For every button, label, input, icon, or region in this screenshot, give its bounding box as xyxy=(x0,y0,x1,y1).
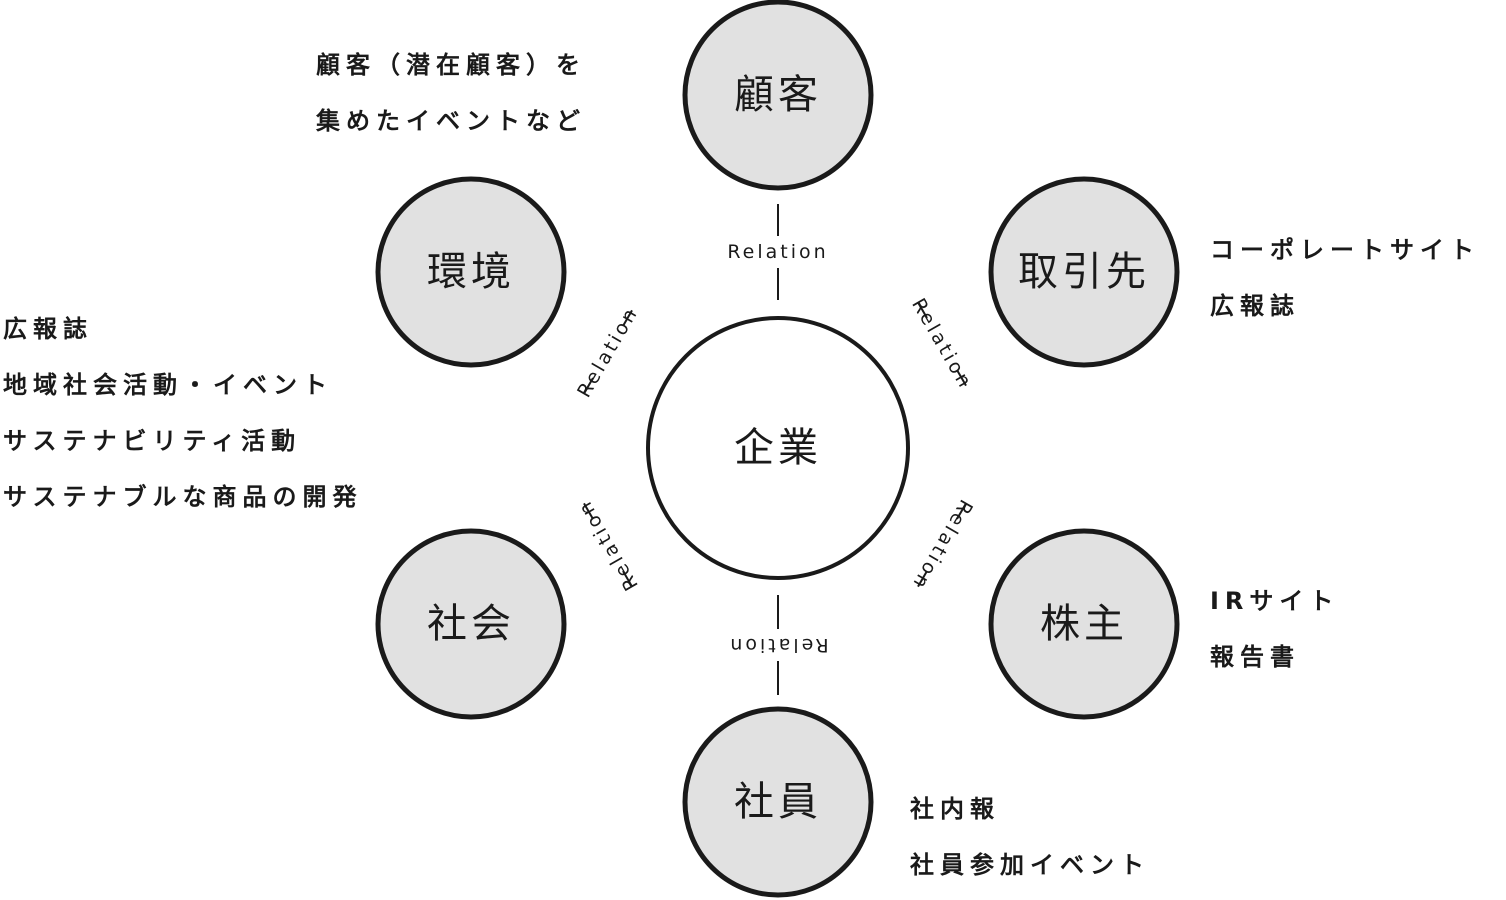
note-employee: 社内報 社員参加イベント xyxy=(910,781,1150,893)
node-customer: 顧客 xyxy=(682,0,874,191)
node-label-environment: 環境 xyxy=(427,249,515,295)
note-line: IRサイト xyxy=(1210,587,1340,615)
node-environment: 環境 xyxy=(375,176,567,368)
note-line: 地域社会活動・イベント xyxy=(3,371,333,399)
connector-society: Relation xyxy=(573,496,643,595)
note-line: 広報誌 xyxy=(1210,292,1300,320)
node-society: 社会 xyxy=(375,528,567,720)
note-line: サステナブルな商品の開発 xyxy=(3,483,363,511)
node-shareholder: 株主 xyxy=(988,528,1180,720)
node-label-employee: 社員 xyxy=(734,779,822,825)
node-label-society: 社会 xyxy=(427,601,515,647)
note-shareholder: IRサイト 報告書 xyxy=(1210,573,1339,685)
note-customer: 顧客（潜在顧客）を 集めたイベントなど xyxy=(316,37,586,149)
note-line: 顧客（潜在顧客）を xyxy=(316,51,586,79)
relation-label-partner: Relation xyxy=(907,295,977,394)
node-label-partner: 取引先 xyxy=(1018,249,1150,295)
note-line: 広報誌 xyxy=(3,315,93,343)
node-label-shareholder: 株主 xyxy=(1040,601,1128,647)
note-partner: コーポレートサイト 広報誌 xyxy=(1210,222,1480,334)
center-label: 企業 xyxy=(734,425,822,471)
connector-customer: Relation xyxy=(727,204,828,300)
note-line: 社内報 xyxy=(910,795,1000,823)
relation-label-shareholder: Relation xyxy=(907,496,977,595)
center-node: 企業 xyxy=(646,316,910,580)
node-label-customer: 顧客 xyxy=(734,72,822,118)
note-environment: 広報誌 地域社会活動・イベント サステナビリティ活動 サステナブルな商品の開発 xyxy=(3,301,363,525)
relation-label-customer: Relation xyxy=(727,241,828,263)
connector-partner: Relation xyxy=(907,295,977,394)
note-line: 社員参加イベント xyxy=(910,851,1150,879)
note-line: 報告書 xyxy=(1210,643,1300,671)
note-line: コーポレートサイト xyxy=(1210,236,1480,264)
note-line: サステナビリティ活動 xyxy=(3,427,302,455)
note-line: 集めたイベントなど xyxy=(316,107,586,135)
relation-label-society: Relation xyxy=(573,496,643,595)
relation-label-employee: Relation xyxy=(727,634,828,656)
connector-environment: Relation xyxy=(573,303,643,402)
connector-employee: Relation xyxy=(727,595,829,695)
node-employee: 社員 xyxy=(682,706,874,898)
node-partner: 取引先 xyxy=(988,176,1180,368)
connector-shareholder: Relation xyxy=(907,496,977,595)
relation-label-environment: Relation xyxy=(573,303,643,402)
